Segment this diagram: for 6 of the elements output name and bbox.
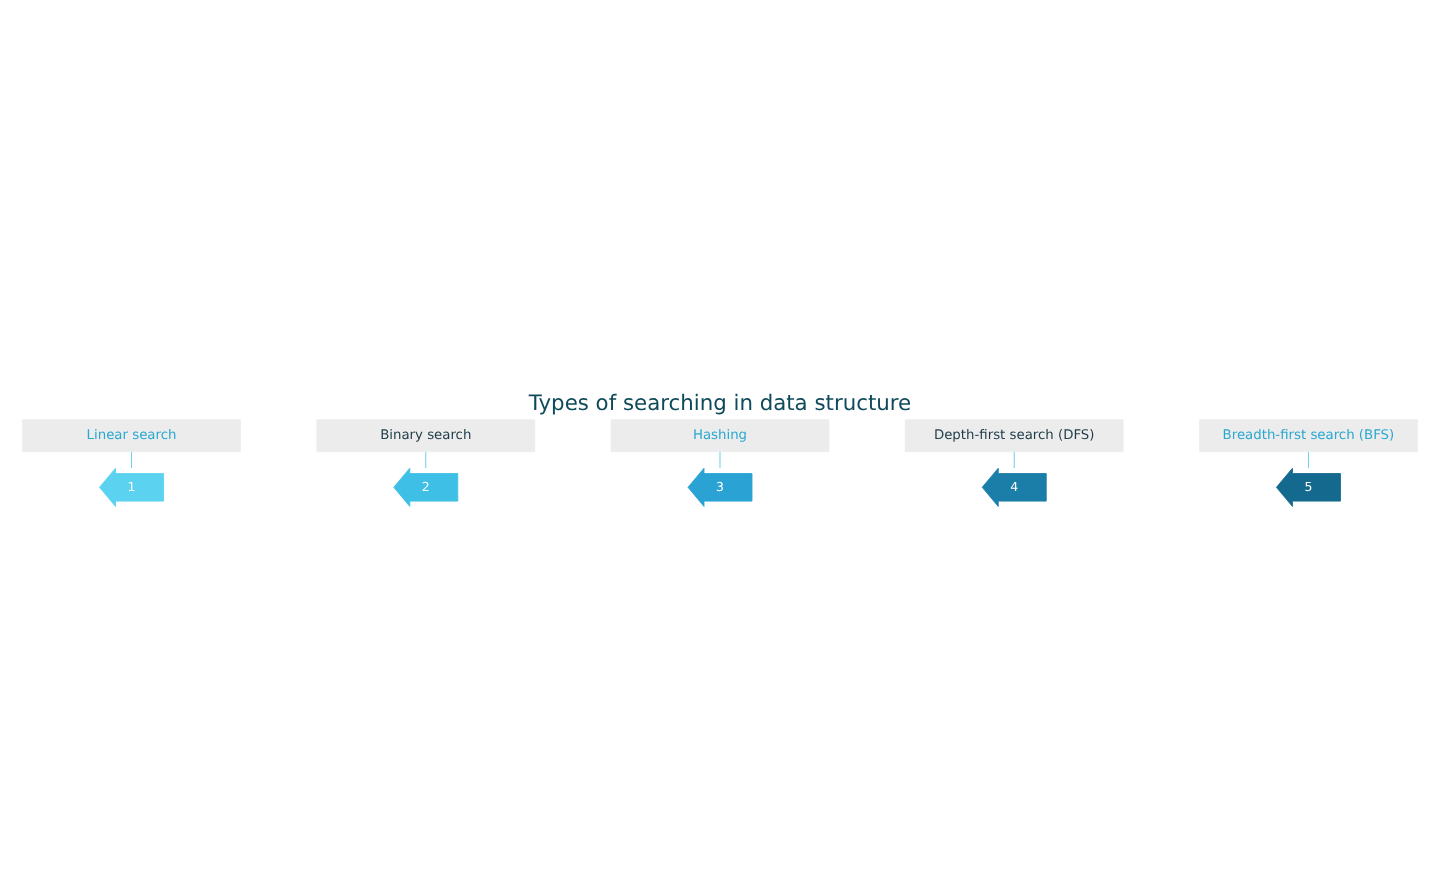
connector <box>1013 451 1015 469</box>
connector <box>425 451 427 469</box>
connector <box>131 451 132 469</box>
diagram-title: Types of searching in data structure <box>528 390 912 417</box>
connector <box>719 451 721 469</box>
connector <box>1308 451 1309 469</box>
